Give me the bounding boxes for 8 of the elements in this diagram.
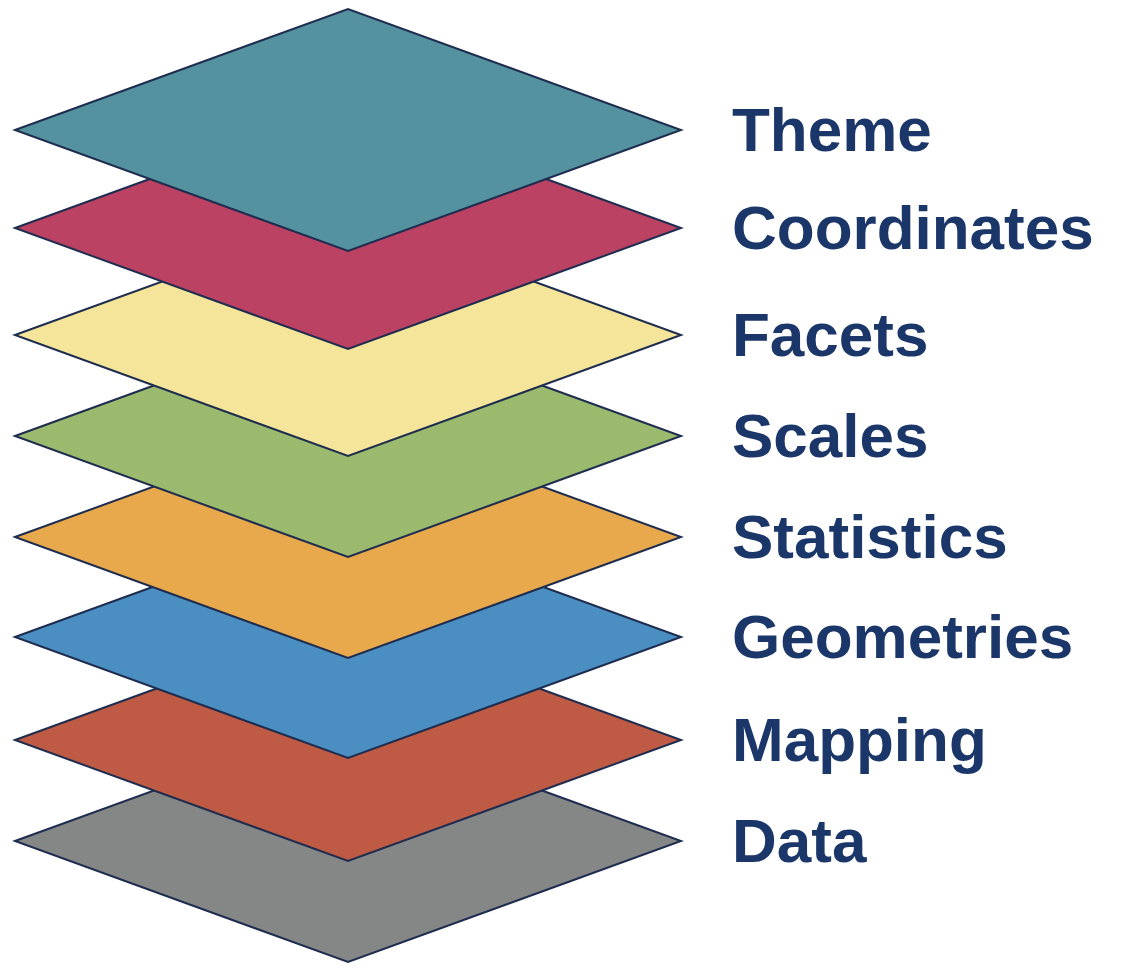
layer-label: Mapping: [732, 705, 987, 775]
layer-label: Coordinates: [732, 193, 1094, 263]
layer-label: Scales: [732, 401, 929, 471]
layer-label: Data: [732, 806, 867, 876]
layer-label: Statistics: [732, 502, 1008, 572]
layer-label: Facets: [732, 300, 929, 370]
layer-label: Geometries: [732, 602, 1074, 672]
layer-label: Theme: [732, 95, 932, 165]
